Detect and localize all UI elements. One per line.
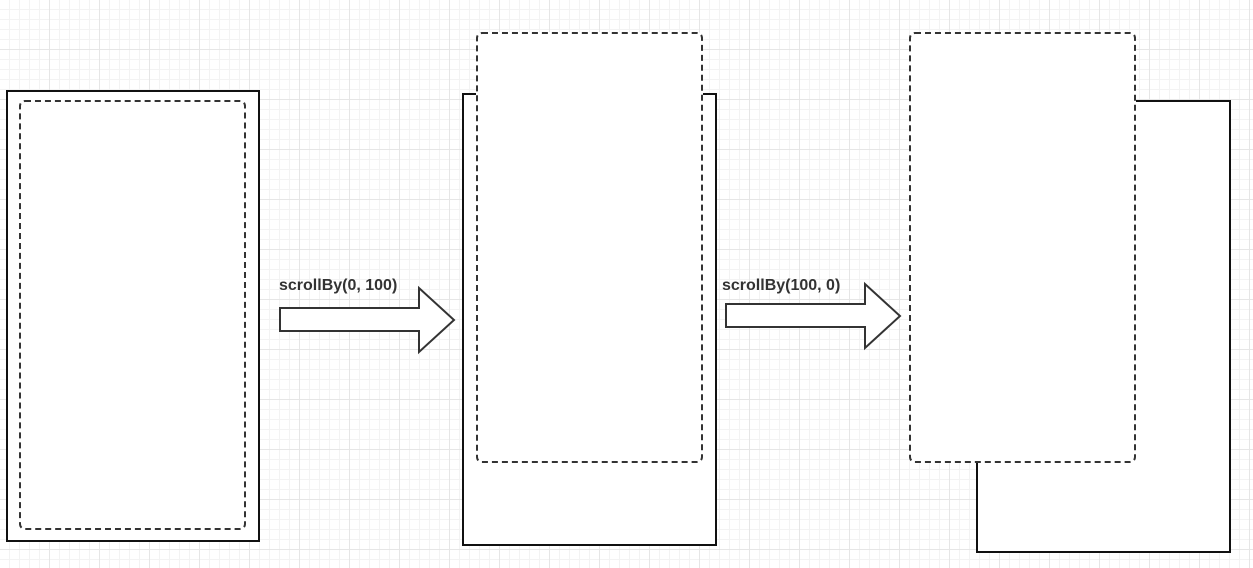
- content-area-after-horizontal-scroll: [909, 32, 1136, 463]
- content-area-initial: [19, 100, 246, 530]
- step-label-scroll-vertical: scrollBy(0, 100): [279, 277, 398, 294]
- content-area-after-vertical-scroll: [476, 32, 703, 463]
- arrow-right-icon: [725, 281, 902, 351]
- step-label-scroll-horizontal: scrollBy(100, 0): [722, 277, 841, 294]
- arrow-right-icon: [279, 285, 456, 355]
